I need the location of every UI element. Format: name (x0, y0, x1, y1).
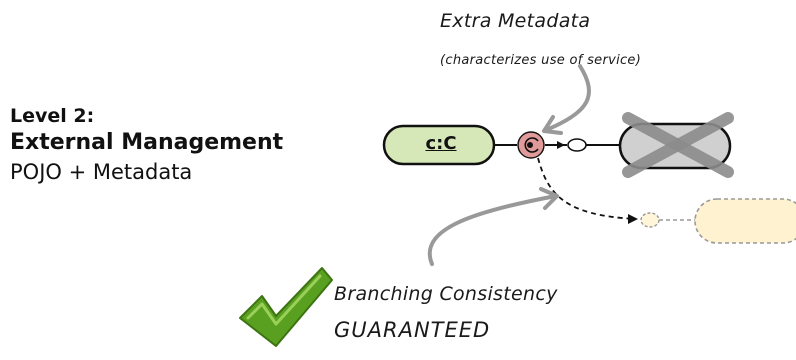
check-mark-icon (239, 267, 333, 347)
branch-endpoint (640, 212, 660, 228)
branch-target-node (694, 198, 796, 244)
extra-metadata-arrowhead (542, 115, 563, 135)
service-endpoint (567, 138, 587, 152)
component-node (382, 124, 496, 166)
cross-icon (622, 112, 734, 178)
branching-arrowhead-gray (539, 187, 559, 210)
subtitle: POJO + Metadata (10, 160, 193, 184)
branching-arrow (427, 194, 558, 266)
heading: External Management (10, 130, 284, 155)
component-node-label: c:C (425, 133, 457, 154)
characterizes-label: (characterizes use of service) (440, 53, 642, 68)
guaranteed-label: GUARANTEED (334, 318, 491, 342)
branching-dashed-path (537, 157, 636, 220)
title-block: Level 2: External Management POJO + Meta… (10, 104, 283, 186)
extra-metadata-arrow (544, 64, 591, 132)
requirement-symbol-icon (524, 137, 539, 153)
extra-metadata-label: Extra Metadata (440, 10, 591, 32)
branching-consistency-label: Branching Consistency (334, 283, 558, 305)
level-label: Level 2: (10, 105, 95, 127)
branching-arrowhead (628, 214, 638, 224)
connector-arrowhead (557, 141, 565, 149)
